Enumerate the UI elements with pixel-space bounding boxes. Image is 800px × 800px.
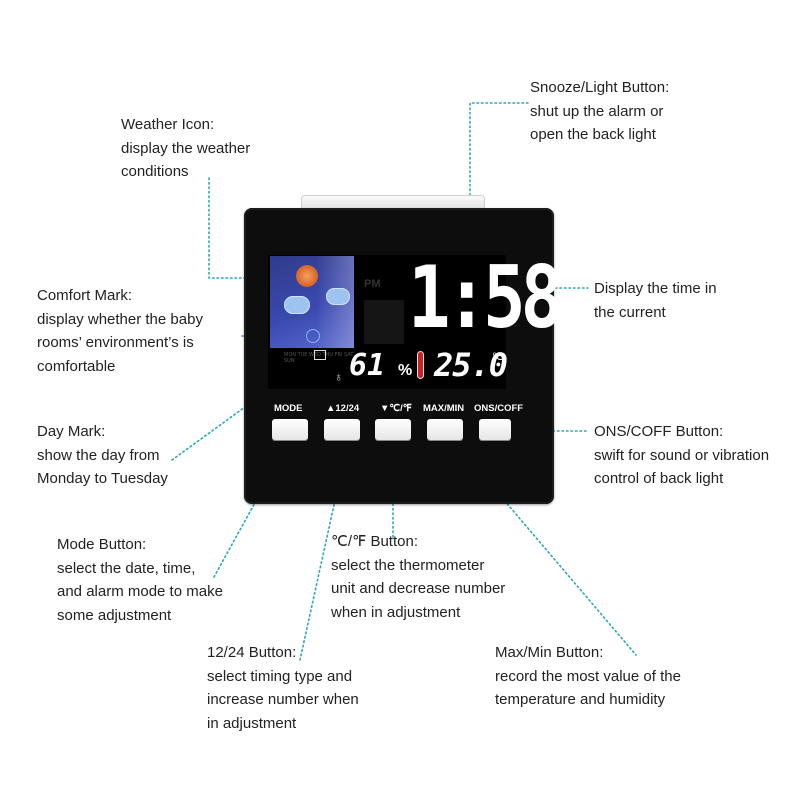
callout-day: Day Mark: show the day from Monday to Tu…	[37, 423, 168, 487]
cf-button[interactable]	[375, 419, 411, 440]
sun-icon	[296, 265, 318, 287]
time-display: 1:58	[408, 248, 563, 348]
thermometer-icon	[418, 352, 423, 378]
callout-maxmin: Max/Min Button: record the most value of…	[495, 644, 681, 708]
humidity-unit: %	[398, 362, 413, 379]
maxmin-label: MAX/MIN	[423, 403, 465, 414]
humidity-value: 61	[349, 348, 386, 383]
cloud-icon	[326, 288, 350, 305]
callout-mode: Mode Button: select the date, time, and …	[57, 536, 223, 624]
maxmin-button[interactable]	[427, 419, 463, 440]
onoff-button[interactable]	[479, 419, 511, 440]
leader-mode	[213, 431, 295, 578]
ghost-segment	[364, 300, 404, 344]
leader-snooze	[469, 102, 529, 197]
callout-snooze: Snooze/Light Button: shut up the alarm o…	[530, 79, 670, 143]
droplet-icon: ♁	[334, 370, 343, 384]
mode-label: MODE	[274, 403, 303, 414]
cloud-icon	[284, 296, 310, 314]
temperature-unit: ℃	[492, 352, 504, 363]
onoff-label: ONS/COFF	[474, 403, 524, 414]
smiley-icon	[306, 329, 320, 343]
mode-button[interactable]	[272, 419, 308, 440]
h1224-label: ▲12/24	[326, 403, 360, 414]
callout-weather: Weather Icon: display the weather condit…	[121, 116, 251, 180]
callout-1224: 12/24 Button: select timing type and inc…	[207, 644, 359, 732]
callout-time: Display the time in the current	[594, 280, 717, 321]
callout-onoff: ONS/COFF Button: swift for sound or vibr…	[594, 423, 770, 487]
pm-indicator: PM	[364, 278, 381, 290]
cf-label: ▼℃/℉	[380, 403, 412, 414]
day-mark: MON TUE WED THU FRI SAT SUN	[284, 352, 354, 364]
callout-cf: ℃/℉ Button: select the thermometer unit …	[331, 533, 506, 621]
day-indicator	[314, 350, 326, 360]
callout-comfort: Comfort Mark: display whether the baby r…	[37, 287, 203, 375]
temperature-value: 25.0	[434, 346, 508, 384]
h1224-button[interactable]	[324, 419, 360, 440]
